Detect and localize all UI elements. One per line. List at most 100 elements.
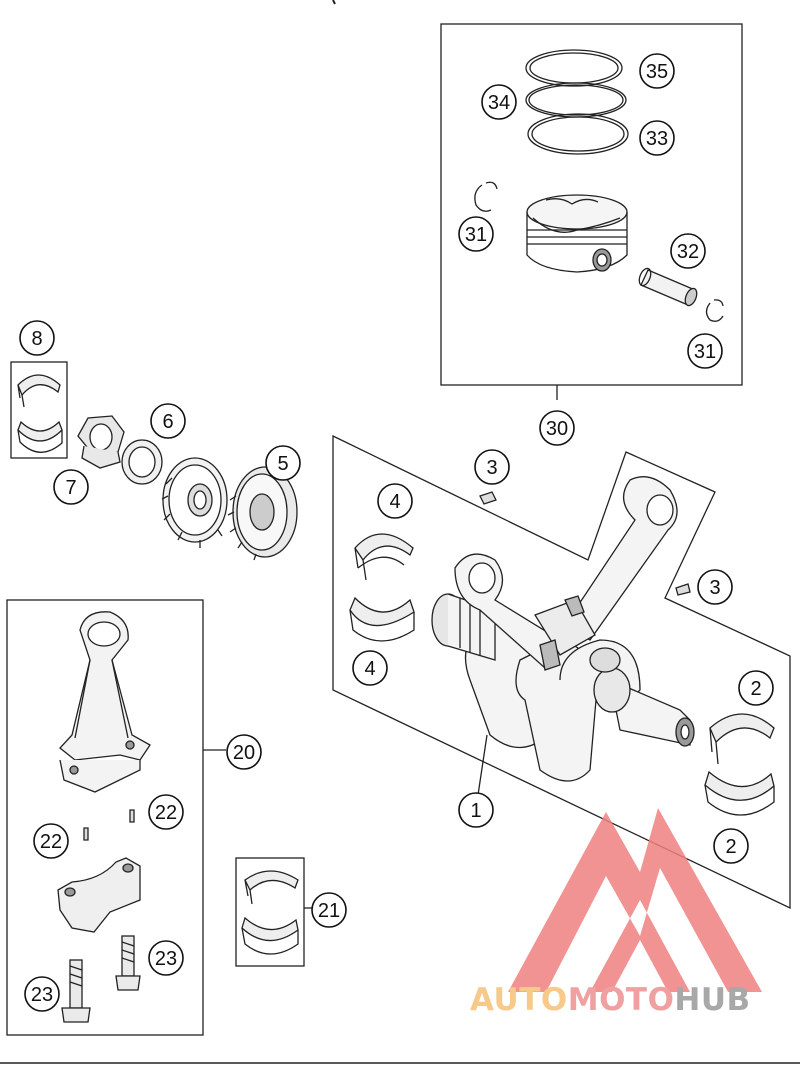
callout-label: 23: [31, 984, 53, 1006]
callout-c33: 33: [639, 120, 675, 156]
callout-label: 31: [694, 341, 716, 363]
callout-label: 22: [155, 802, 177, 824]
callout-circle: [311, 892, 347, 928]
watermark-text: AUTOMOTOHUB: [470, 982, 751, 1018]
callout-circle: [639, 120, 675, 156]
callout-label: 7: [65, 477, 76, 499]
callout-label: 1: [470, 800, 481, 822]
bearing-shell-4-upper: [354, 533, 414, 581]
bearing-shell-2-upper: [709, 713, 775, 765]
callout-c30: 30: [539, 410, 575, 446]
callout-circle: [265, 445, 301, 481]
callout-label: 31: [465, 224, 487, 246]
rod-cap: [57, 857, 141, 933]
callout-label: 2: [725, 836, 736, 858]
callout-circle: [458, 792, 494, 828]
callout-circle: [53, 469, 89, 505]
watermark-part-hub: HUB: [674, 982, 751, 1018]
callout-circle: [639, 53, 675, 89]
callout-c34: 34: [481, 84, 517, 120]
callout-circle: [148, 940, 184, 976]
bolt-23-right: [115, 935, 141, 991]
piston: [526, 194, 628, 273]
bearing-shell-21-upper: [244, 870, 299, 905]
callout-label: 2: [750, 678, 761, 700]
watermark-triangle: [508, 808, 762, 992]
bolt-23-left: [61, 959, 91, 1023]
callout-circle: [713, 828, 749, 864]
callout-circle: [24, 976, 60, 1012]
callout-label: 4: [364, 658, 375, 680]
callout-c22b: 22: [33, 823, 69, 859]
callout-c23a: 23: [148, 940, 184, 976]
bearing-shell-8-upper: [17, 374, 61, 408]
callout-label: 21: [318, 900, 340, 922]
piston-pin: [638, 267, 698, 307]
callout-c23b: 23: [24, 976, 60, 1012]
bearing-8-frame: [10, 361, 68, 459]
piston-group-frame: [440, 23, 743, 386]
callout-label: 30: [546, 418, 568, 440]
washer-6: [121, 439, 163, 485]
callout-label: 20: [233, 742, 255, 764]
callout-circle: [148, 794, 184, 830]
crankshaft: [431, 476, 695, 782]
piston-rings: [525, 49, 629, 155]
circlip-left: [474, 181, 498, 212]
callout-c2b: 2: [713, 828, 749, 864]
watermark-part-moto: MOTO: [567, 982, 675, 1018]
callout-c8: 8: [19, 320, 55, 356]
callout-label: 3: [709, 577, 720, 599]
callout-circle: [670, 233, 706, 269]
callout-circle: [687, 333, 723, 369]
connecting-rod: [59, 611, 151, 793]
bearing-21-frame: [235, 857, 305, 967]
callout-c3b: 3: [697, 569, 733, 605]
callout-label: 32: [677, 241, 699, 263]
crankshaft-panel: [332, 434, 791, 910]
callout-circle: [539, 410, 575, 446]
callout-label: 22: [40, 831, 62, 853]
bearing-shell-4-lower: [349, 596, 415, 642]
callout-circle: [738, 670, 774, 706]
bearing-shell-2-lower: [704, 770, 775, 816]
callout-label: 4: [389, 491, 400, 513]
watermark-part-auto: AUTO: [470, 982, 568, 1018]
callout-c22a: 22: [148, 794, 184, 830]
callout-circle: [697, 569, 733, 605]
callout-c3a: 3: [474, 449, 510, 485]
callout-circle: [481, 84, 517, 120]
callout-c2a: 2: [738, 670, 774, 706]
callout-circle: [226, 734, 262, 770]
callout-c6: 6: [150, 403, 186, 439]
callout-circle: [458, 216, 494, 252]
callout-c35: 35: [639, 53, 675, 89]
key-3-top: [479, 491, 497, 505]
callout-label: 5: [277, 453, 288, 475]
callout-circle: [19, 320, 55, 356]
callout-c31b: 31: [687, 333, 723, 369]
callout-label: 35: [646, 61, 668, 83]
bearing-shell-8-lower: [17, 420, 63, 453]
callout-c5: 5: [265, 445, 301, 481]
gear-rear: [161, 457, 228, 548]
callout-label: 33: [646, 128, 668, 150]
callout-circle: [474, 449, 510, 485]
callout-label: 6: [162, 411, 173, 433]
callout-c21: 21: [311, 892, 347, 928]
callout-label: 34: [488, 92, 510, 114]
callout-c7: 7: [53, 469, 89, 505]
circlip-right: [705, 299, 724, 322]
callout-c32: 32: [670, 233, 706, 269]
callout-circle: [150, 403, 186, 439]
callout-c20: 20: [226, 734, 262, 770]
dowel-22-left: [83, 827, 89, 841]
bearing-shell-21-lower: [241, 916, 299, 955]
watermark-logo: [508, 808, 762, 992]
callout-label: 8: [31, 328, 42, 350]
callout-c31a: 31: [458, 216, 494, 252]
key-3-right: [675, 583, 691, 596]
callout-c4a: 4: [377, 483, 413, 519]
